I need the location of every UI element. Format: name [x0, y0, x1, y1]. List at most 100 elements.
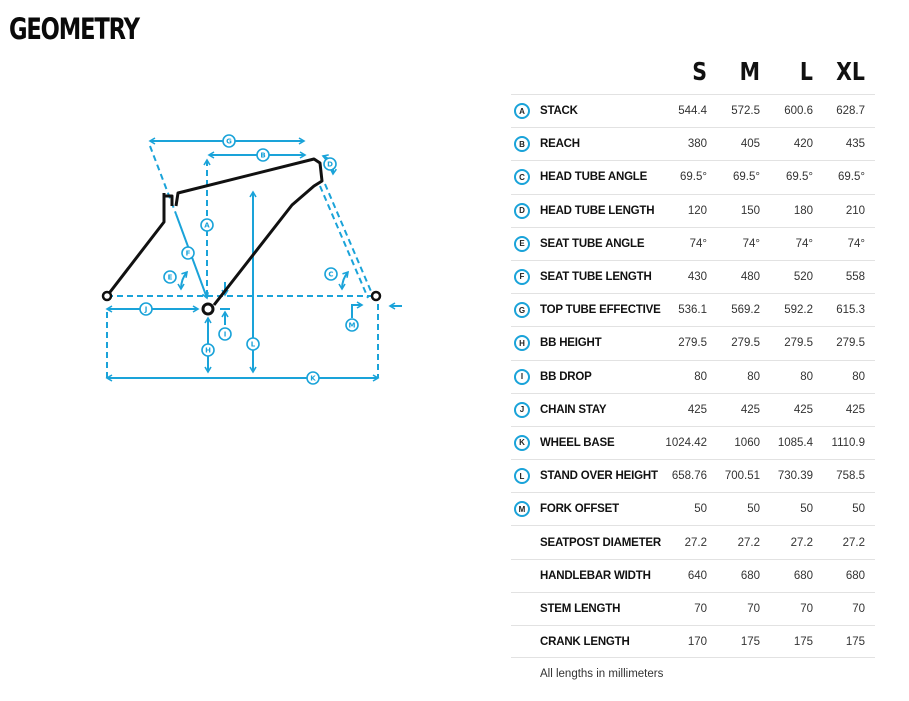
- row-value: 70: [800, 602, 813, 615]
- row-value: 50: [800, 503, 813, 516]
- diagram-label-b: B: [256, 148, 270, 162]
- row-value: 640: [687, 569, 707, 582]
- row-value: 1085.4: [777, 436, 813, 449]
- row-value: 592.2: [784, 304, 813, 317]
- svg-text:E: E: [168, 274, 173, 282]
- row-value: 80: [800, 370, 813, 383]
- row-value: 279.5: [784, 337, 813, 350]
- row-value: 70: [747, 602, 760, 615]
- row-value: 175: [793, 635, 813, 648]
- row-label: BB HEIGHT: [540, 337, 602, 350]
- size-header-l: L: [799, 57, 813, 86]
- diagram-label-i: I: [218, 327, 232, 341]
- row-badge-icon: C: [514, 169, 530, 186]
- row-value: 425: [687, 403, 707, 416]
- row-value: 405: [740, 138, 760, 151]
- row-value: 180: [793, 204, 813, 217]
- diagram-label-a: A: [200, 218, 214, 232]
- row-value: 279.5: [836, 337, 865, 350]
- row-value: 210: [845, 204, 865, 217]
- row-value: 70: [694, 602, 707, 615]
- row-label: FORK OFFSET: [540, 503, 619, 516]
- row-value: 425: [740, 403, 760, 416]
- row-value: 50: [694, 503, 707, 516]
- row-value: 69.5°: [838, 171, 865, 184]
- svg-text:G: G: [226, 138, 232, 146]
- table-row: E SEAT TUBE ANGLE 74° 74° 74° 74°: [511, 226, 875, 260]
- svg-text:I: I: [224, 331, 227, 339]
- row-badge-icon: D: [514, 202, 530, 219]
- svg-text:B: B: [260, 152, 265, 160]
- table-row: STEM LENGTH 70 70 70 70: [511, 591, 875, 625]
- row-value: 730.39: [777, 470, 813, 483]
- row-value: 680: [845, 569, 865, 582]
- row-value: 435: [845, 138, 865, 151]
- row-value: 380: [687, 138, 707, 151]
- row-badge-icon: A: [514, 103, 530, 119]
- row-label: SEAT TUBE ANGLE: [540, 237, 645, 250]
- size-header-row: S M L XL: [511, 55, 875, 94]
- diagram-label-l: L: [246, 337, 260, 351]
- row-badge-icon: F: [514, 268, 530, 285]
- row-value: 628.7: [836, 105, 865, 118]
- diagram-label-c: C: [324, 267, 338, 281]
- row-value: 279.5: [731, 337, 760, 350]
- row-value: 74°: [689, 237, 707, 250]
- row-value: 480: [740, 271, 760, 284]
- row-value: 758.5: [836, 470, 865, 483]
- row-label: CHAIN STAY: [540, 403, 607, 416]
- row-value: 569.2: [731, 304, 760, 317]
- row-value: 74°: [742, 237, 760, 250]
- row-value: 558: [845, 271, 865, 284]
- row-value: 279.5: [678, 337, 707, 350]
- row-value: 150: [740, 204, 760, 217]
- row-value: 425: [845, 403, 865, 416]
- svg-text:F: F: [186, 250, 191, 258]
- row-value: 70: [852, 602, 865, 615]
- row-value: 425: [793, 403, 813, 416]
- row-value: 420: [793, 138, 813, 151]
- row-value: 615.3: [836, 304, 865, 317]
- row-label: REACH: [540, 138, 580, 151]
- row-value: 175: [845, 635, 865, 648]
- row-value: 544.4: [678, 105, 707, 118]
- diagram-label-m: M: [345, 318, 359, 332]
- svg-text:A: A: [204, 222, 210, 230]
- row-badge-icon: E: [514, 235, 530, 252]
- row-value: 80: [747, 370, 760, 383]
- svg-text:K: K: [310, 375, 316, 383]
- svg-text:C: C: [328, 271, 333, 279]
- diagram-label-k: K: [306, 371, 320, 385]
- diagram-label-h: H: [201, 343, 215, 357]
- row-value: 27.2: [684, 536, 707, 549]
- row-badge-icon: L: [514, 468, 530, 485]
- row-value: 74°: [795, 237, 813, 250]
- svg-text:J: J: [144, 306, 148, 314]
- row-value: 658.76: [671, 470, 707, 483]
- row-value: 74°: [847, 237, 865, 250]
- size-header-xl: XL: [836, 57, 865, 86]
- row-label: STEM LENGTH: [540, 602, 621, 615]
- row-badge-icon: M: [514, 501, 530, 518]
- size-header-s: S: [692, 57, 707, 86]
- row-badge-icon: B: [514, 136, 530, 153]
- svg-text:M: M: [349, 322, 356, 330]
- page-title: GEOMETRY: [9, 12, 140, 46]
- svg-text:L: L: [251, 341, 256, 349]
- row-value: 520: [793, 271, 813, 284]
- row-value: 175: [740, 635, 760, 648]
- row-value: 536.1: [678, 304, 707, 317]
- diagram-label-j: J: [139, 302, 153, 316]
- row-value: 80: [852, 370, 865, 383]
